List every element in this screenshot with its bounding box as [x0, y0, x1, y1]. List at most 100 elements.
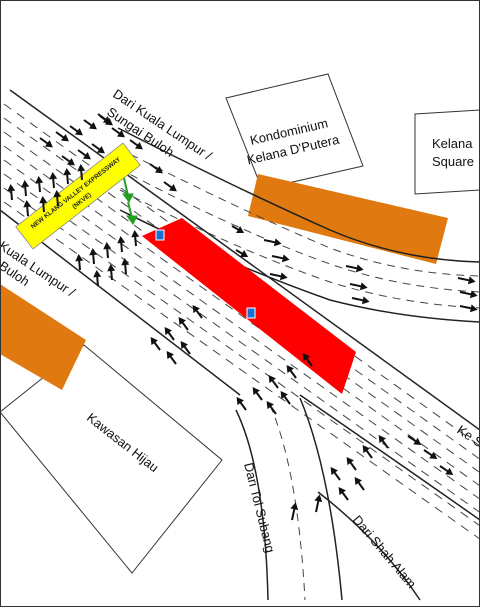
- traffic-arrow: [164, 327, 175, 341]
- traffic-arrow: [362, 445, 373, 459]
- highway-lane-divider: [3, 159, 480, 500]
- traffic-arrow: [77, 149, 91, 160]
- green-arrows: [122, 177, 138, 225]
- traffic-arrow: [354, 477, 365, 491]
- traffic-arrow-head: [429, 451, 438, 459]
- traffic-arrow: [314, 494, 323, 513]
- traffic-arrow-head: [39, 196, 48, 204]
- traffic-arrow-head: [44, 140, 53, 148]
- traffic-arrow: [231, 225, 245, 233]
- traffic-arrow: [378, 435, 389, 449]
- traffic-arrow: [302, 353, 313, 367]
- traffic-arrow: [55, 131, 69, 142]
- traffic-arrow-head: [107, 264, 116, 272]
- traffic-arrow: [180, 341, 191, 355]
- traffic-arrow: [89, 248, 98, 265]
- traffic-arrow: [77, 164, 86, 181]
- traffic-arrow: [69, 125, 83, 136]
- traffic-arrow-head: [268, 375, 276, 384]
- kelana-square-label-line1: Kelana: [432, 136, 473, 151]
- traffic-arrow-head: [240, 250, 249, 257]
- traffic-arrow: [178, 317, 189, 331]
- traffic-arrow-head: [66, 158, 75, 166]
- traffic-arrow-head: [103, 242, 112, 250]
- traffic-arrow-head: [330, 467, 338, 476]
- traffic-arrow-head: [82, 152, 91, 160]
- traffic-arrow-shaft: [459, 305, 473, 310]
- traffic-arrow-shaft: [351, 297, 365, 302]
- traffic-arrow-shaft: [269, 273, 283, 278]
- traffic-arrow-head: [168, 184, 177, 192]
- kelana-square-label-line2: Square: [432, 154, 474, 169]
- traffic-arrow-head: [469, 290, 478, 299]
- traffic-arrow-head: [290, 502, 299, 511]
- green-arrow-2-head: [126, 215, 138, 225]
- blue-sign-2: [246, 307, 256, 319]
- traffic-arrow-shaft: [263, 239, 277, 244]
- construction-site-zone: [142, 218, 356, 394]
- traffic-arrow-head: [338, 487, 346, 496]
- traffic-arrow-head: [355, 264, 364, 273]
- traffic-arrow: [53, 190, 62, 207]
- traffic-arrow: [192, 305, 203, 319]
- traffic-arrow-head: [93, 270, 102, 278]
- traffic-arrow: [63, 168, 72, 185]
- traffic-arrow: [407, 435, 422, 445]
- highway-lane-divider: [3, 187, 480, 527]
- traffic-arrow-shaft: [459, 291, 473, 296]
- traffic-arrow: [439, 465, 454, 475]
- traffic-arrow-head: [53, 190, 62, 198]
- traffic-arrow-head: [467, 276, 476, 285]
- traffic-arrow: [236, 397, 247, 411]
- traffic-arrow-head: [131, 230, 140, 238]
- traffic-arrow-head: [361, 296, 370, 305]
- green-arrow-2-shaft: [127, 201, 133, 219]
- traffic-arrow: [121, 258, 130, 275]
- traffic-arrow-head: [104, 118, 113, 126]
- traffic-arrow-head: [63, 168, 72, 176]
- expressway-band-fill: [15, 142, 141, 250]
- traffic-arrow-head: [302, 353, 310, 362]
- traffic-arrow: [280, 391, 291, 405]
- traffic-arrow-shaft: [345, 265, 359, 270]
- building-blocks: [0, 73, 480, 574]
- highway-lane-divider: [3, 173, 480, 513]
- traffic-arrow-head: [178, 317, 186, 326]
- traffic-arrow-shaft: [291, 507, 296, 521]
- traffic-arrow-head: [252, 387, 260, 396]
- traffic-arrow: [149, 163, 163, 174]
- traffic-arrow-head: [378, 435, 386, 444]
- traffic-arrow: [107, 264, 116, 281]
- traffic-arrow-head: [49, 172, 58, 180]
- traffic-arrow: [345, 264, 364, 273]
- traffic-arrow-shaft: [271, 255, 285, 260]
- slip-road-tol-subang: [235, 397, 421, 601]
- traffic-arrow: [346, 457, 357, 471]
- traffic-arrow-head: [89, 248, 98, 256]
- traffic-arrow: [338, 487, 349, 501]
- traffic-arrow: [266, 401, 277, 415]
- traffic-arrow: [21, 180, 30, 197]
- traffic-arrow: [459, 290, 478, 299]
- traffic-arrow: [271, 254, 290, 263]
- traffic-arrow: [117, 236, 126, 253]
- traffic-arrow-head: [164, 327, 172, 336]
- traffic-arrow: [457, 276, 476, 285]
- traffic-arrow-head: [273, 238, 282, 247]
- traffic-arrow: [235, 249, 249, 257]
- traffic-arrow: [103, 242, 112, 259]
- traffic-arrow-head: [346, 457, 354, 466]
- traffic-arrow: [330, 467, 341, 481]
- traffic-arrow-head: [279, 272, 288, 281]
- traffic-arrow-head: [88, 122, 97, 130]
- traffic-arrow-head: [117, 236, 126, 244]
- slip-road-lane: [269, 404, 306, 601]
- traffic-arrow-head: [116, 130, 125, 138]
- traffic-arrow: [23, 200, 32, 217]
- kondominium-building: [225, 73, 364, 190]
- traffic-arrow: [423, 449, 438, 459]
- traffic-arrow: [129, 139, 143, 150]
- traffic-arrow-shaft: [315, 499, 320, 513]
- traffic-arrow: [35, 176, 44, 193]
- traffic-arrow-head: [150, 337, 158, 346]
